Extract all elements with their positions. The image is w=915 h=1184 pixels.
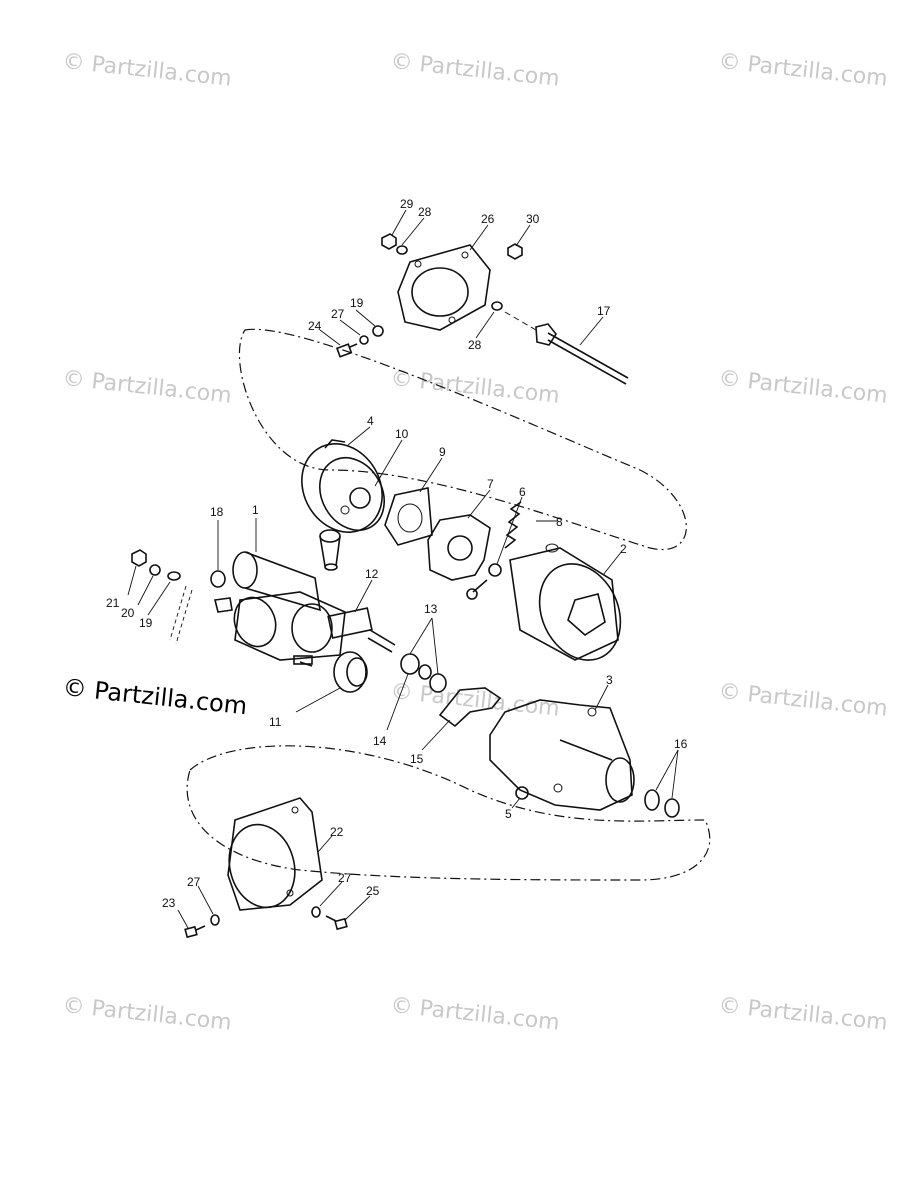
yoke-housing-2 (509, 543, 622, 661)
washer-28-top (396, 245, 408, 255)
bushing-5 (515, 786, 529, 800)
bushing-16a (644, 789, 660, 811)
callout-12: 12 (365, 567, 379, 581)
callout-1: 1 (252, 503, 259, 517)
bolt-23 (184, 925, 206, 939)
callout-labels: 29 28 26 30 17 19 27 24 28 4 10 9 7 6 8 … (106, 197, 688, 910)
watermark: © Partzilla.com (389, 49, 560, 92)
stud-19-dashed-2 (175, 589, 193, 645)
washer-27-lower-left (210, 914, 220, 926)
callout-20: 20 (121, 606, 135, 620)
washer-19-left (167, 571, 181, 581)
callout-27: 27 (187, 875, 201, 889)
bolt-25 (325, 915, 348, 931)
callout-30: 30 (526, 212, 540, 226)
callout-19: 19 (350, 296, 364, 310)
callout-7: 7 (487, 477, 494, 491)
brush-plate-9 (384, 487, 433, 546)
gear-11 (333, 651, 368, 693)
watermark: © Partzilla.com (389, 679, 560, 722)
drive-housing-3 (489, 699, 635, 811)
callout-9: 9 (439, 445, 446, 459)
pin-6 (466, 563, 502, 600)
leader-lines (127, 209, 679, 929)
callout-2: 2 (620, 542, 627, 556)
mounting-plate-lower (227, 797, 323, 911)
washer-27-top (359, 335, 369, 345)
bushing-16b (664, 798, 680, 818)
spring-8 (504, 501, 522, 549)
upper-assembly-outline (238, 328, 687, 551)
washer-13a (418, 664, 432, 680)
ring-18 (210, 570, 226, 588)
washer-27-lower-right (311, 906, 321, 918)
callout-4: 4 (367, 414, 374, 428)
callout-11: 11 (269, 715, 282, 729)
callout-25: 25 (366, 884, 380, 898)
callout-16: 16 (674, 737, 688, 751)
lever-15 (438, 687, 502, 728)
nut-30 (507, 243, 523, 260)
bearing-14 (400, 653, 420, 675)
watermark: © Partzilla.com (717, 366, 888, 409)
callout-27: 27 (338, 871, 352, 885)
callout-14: 14 (373, 734, 387, 748)
bushing-10 (319, 529, 341, 571)
washer-19-top (372, 325, 384, 337)
watermark: © Partzilla.com (389, 993, 560, 1036)
mounting-plate-upper (397, 244, 491, 331)
nut-29 (381, 233, 397, 250)
stud-19-dashed (169, 585, 187, 641)
callout-21: 21 (106, 596, 120, 610)
watermark: © Partzilla.com (61, 366, 232, 409)
washer-20 (149, 564, 161, 576)
callout-19: 19 (139, 616, 153, 630)
callout-10: 10 (395, 427, 409, 441)
callout-15: 15 (410, 752, 424, 766)
callout-23: 23 (162, 896, 176, 910)
nut-21 (131, 549, 147, 567)
pinion-12 (327, 607, 396, 653)
lower-assembly-outline (186, 745, 711, 881)
callout-18: 18 (210, 505, 224, 519)
callout-5: 5 (505, 807, 512, 821)
callout-29: 29 (400, 197, 414, 211)
through-bolt-17 (504, 311, 629, 385)
watermark: © Partzilla.com (61, 993, 232, 1036)
end-cap-4 (301, 439, 385, 533)
watermark: © Partzilla.com (389, 366, 560, 409)
watermark: © Partzilla.com (717, 993, 888, 1036)
callout-17: 17 (597, 304, 611, 318)
brush-holder-7 (427, 514, 491, 581)
callout-26: 26 (481, 212, 495, 226)
watermark: © Partzilla.com (61, 49, 232, 92)
callout-28: 28 (418, 205, 432, 219)
watermark: © Partzilla.com (717, 49, 888, 92)
starter-assembly-1 (214, 551, 346, 667)
callout-24: 24 (308, 319, 322, 333)
watermark-grid: © Partzilla.com © Partzilla.com © Partzi… (61, 49, 888, 1036)
watermark: © Partzilla.com (717, 679, 888, 722)
callout-28: 28 (468, 338, 482, 352)
callout-27: 27 (331, 307, 345, 321)
callout-8: 8 (556, 515, 563, 529)
callout-13: 13 (424, 602, 438, 616)
callout-22: 22 (330, 825, 344, 839)
washer-28-bottom (491, 301, 503, 311)
bolt-24 (335, 343, 358, 358)
callout-6: 6 (519, 485, 526, 499)
callout-3: 3 (606, 673, 613, 687)
partzilla-credit: © Partzilla.com (61, 673, 248, 720)
